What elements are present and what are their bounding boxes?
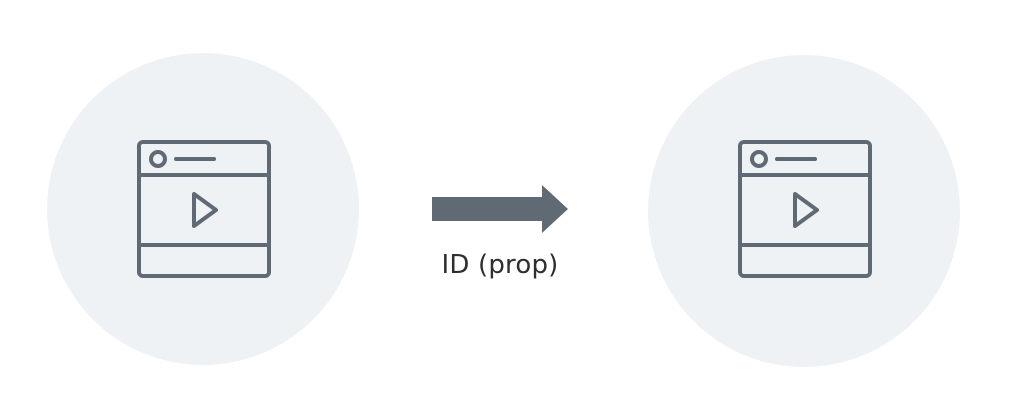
- right-arrow-icon: [432, 185, 568, 233]
- source-node-circle: [47, 53, 359, 365]
- edge-label: ID (prop): [441, 250, 559, 280]
- target-node-circle: [648, 55, 960, 367]
- video-player-window-icon: [136, 139, 272, 279]
- video-player-window-icon: [737, 139, 873, 279]
